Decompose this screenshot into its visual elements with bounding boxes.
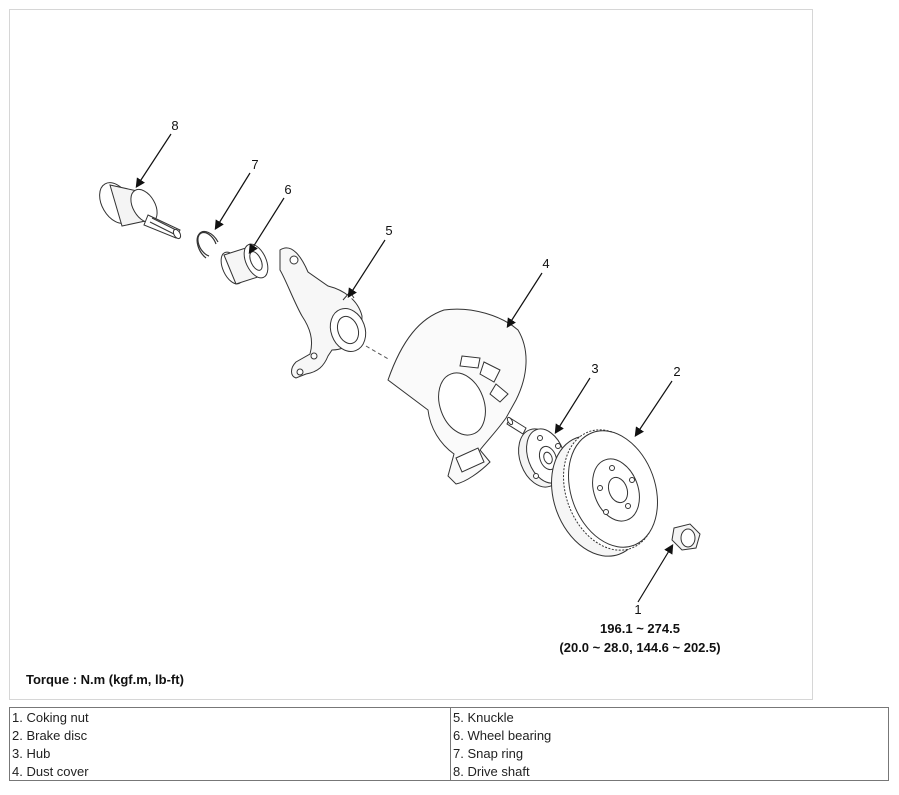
callout-8: 8 [171,118,178,133]
table-cell: 2. Brake disc [9,726,451,744]
callout-4: 4 [542,256,549,271]
callout-5: 5 [385,223,392,238]
table-cell: 7. Snap ring [450,744,889,762]
table-cell: 8. Drive shaft [450,762,889,781]
table-row: 3. Hub 7. Snap ring [9,744,889,762]
torque-spec-nm: 196.1 ~ 274.5 [600,621,680,636]
exploded-view-figure: 1 2 3 4 5 6 7 8 196.1 ~ 274.5 (20.0 ~ 28… [9,9,813,700]
front-hub-exploded-diagram: 1 2 3 4 5 6 7 8 [99,118,701,617]
callout-6: 6 [284,182,291,197]
table-row: 4. Dust cover 8. Drive shaft [9,762,889,781]
knuckle-part [279,247,367,379]
callout-1: 1 [634,602,641,617]
callout-3: 3 [591,361,598,376]
drive-shaft-part [99,182,182,240]
table-cell: 1. Coking nut [9,707,451,726]
table-cell: 3. Hub [9,744,451,762]
table-row: 1. Coking nut 5. Knuckle [9,707,889,726]
wheel-bearing-part [220,243,269,285]
table-cell: 6. Wheel bearing [450,726,889,744]
torque-spec-converted: (20.0 ~ 28.0, 144.6 ~ 202.5) [559,640,721,655]
callout-numbers: 1 2 3 4 5 6 7 8 [171,118,680,617]
dust-cover-part [387,308,527,485]
torque-unit-note: Torque : N.m (kgf.m, lb-ft) [26,672,184,687]
snap-ring-part [196,231,219,259]
callout-2: 2 [673,364,680,379]
table-cell: 4. Dust cover [9,762,451,781]
hub-bolt-part [506,416,527,435]
coking-nut-part [671,523,701,551]
callout-leaders [135,133,674,603]
table-row: 2. Brake disc 6. Wheel bearing [9,726,889,744]
brake-disc-part [551,429,658,557]
callout-7: 7 [251,157,258,172]
parts-legend-table: 1. Coking nut 5. Knuckle 2. Brake disc 6… [9,707,889,781]
hub-part [518,428,566,488]
table-cell: 5. Knuckle [450,707,889,726]
